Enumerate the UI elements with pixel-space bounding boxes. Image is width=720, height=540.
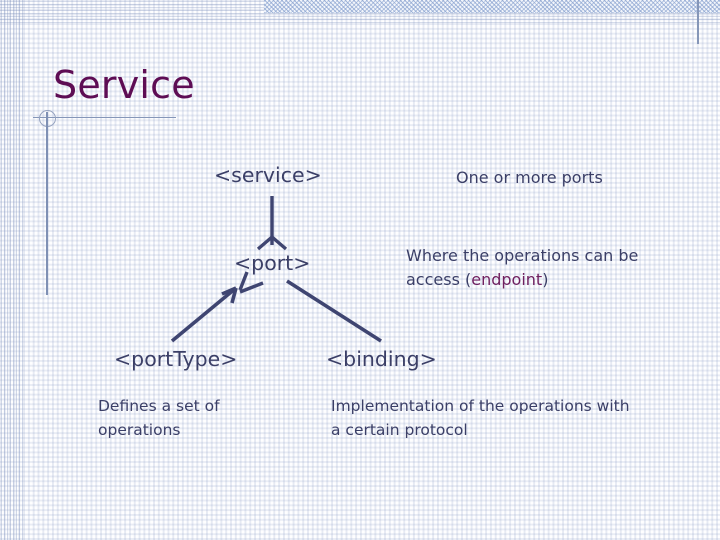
annotation-binding: Implementation of the operations with a … xyxy=(331,397,630,439)
edge-binding-to-port xyxy=(286,279,382,343)
vertical-stem-decoration xyxy=(46,112,48,295)
node-port[interactable]: <port> xyxy=(234,251,311,275)
annotation-endpoint: Where the operations can be access (endp… xyxy=(406,244,646,292)
node-service[interactable]: <service> xyxy=(214,163,322,187)
annotation-endpoint-highlight: endpoint xyxy=(471,270,543,289)
page-title: Service xyxy=(53,63,195,107)
node-binding[interactable]: <binding> xyxy=(326,347,437,371)
edge-port-to-service xyxy=(256,196,288,251)
title-underline-rule xyxy=(33,117,176,119)
annotation-endpoint-text-after: ) xyxy=(542,270,549,289)
vertical-rule-decoration xyxy=(697,0,699,44)
annotation-ports: One or more ports xyxy=(456,168,603,187)
annotation-endpoint-text-before: Where the operations can be access ( xyxy=(406,246,639,289)
edge-porttype-to-port xyxy=(170,271,264,343)
node-porttype[interactable]: <portType> xyxy=(114,347,238,371)
hatched-band-decoration xyxy=(264,0,720,13)
annotation-porttype: Defines a set of operations xyxy=(98,397,220,439)
